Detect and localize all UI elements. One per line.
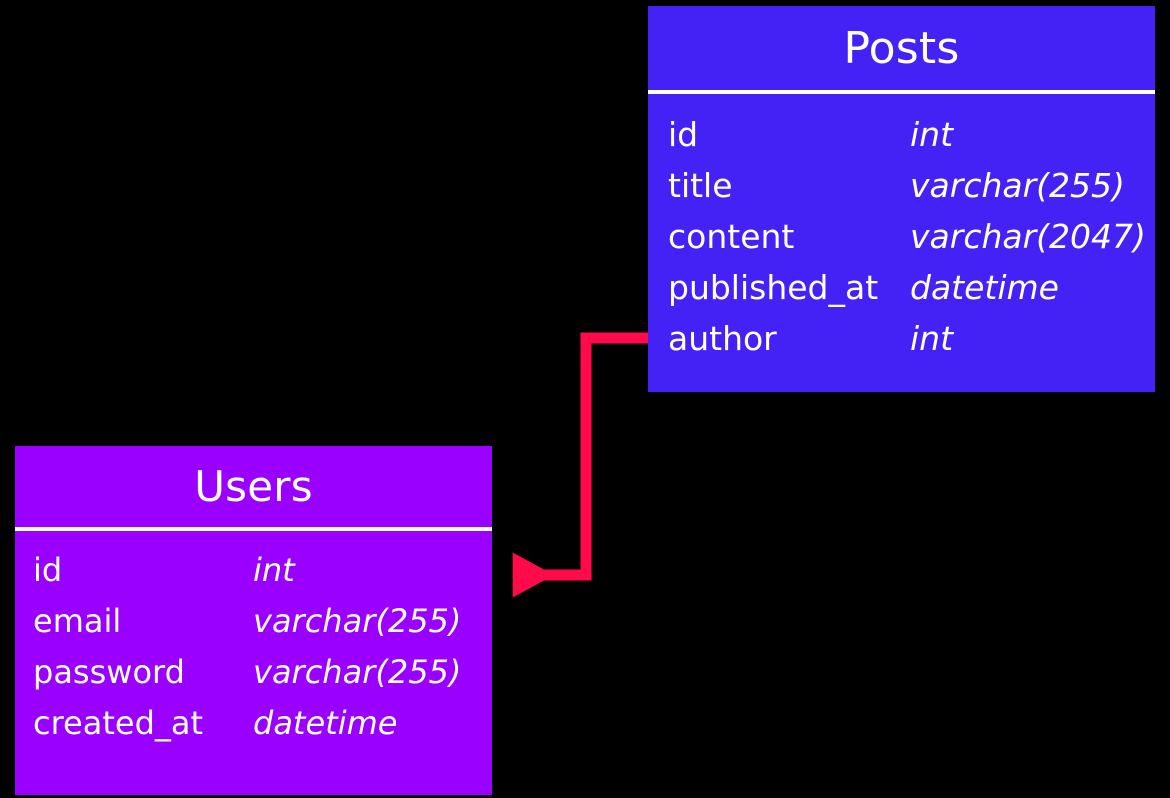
entity-title-users: Users [194, 462, 313, 511]
entity-table-users[interactable]: Users id int email varchar(255) password… [15, 446, 492, 795]
field-name-posts-title: title [668, 166, 733, 205]
field-name-users-email: email [33, 602, 122, 640]
relationship-connector-posts-author-users-id[interactable] [512, 332, 648, 598]
field-type-posts-published-at: datetime [910, 268, 1059, 307]
entity-divider-posts [648, 90, 1155, 94]
field-name-users-password: password [33, 653, 185, 691]
field-type-posts-title: varchar(255) [910, 166, 1125, 205]
field-name-users-created-at: created_at [33, 704, 204, 742]
entity-table-posts[interactable]: Posts id int title varchar(255) content … [648, 6, 1155, 392]
field-type-posts-content: varchar(2047) [910, 217, 1146, 256]
field-name-users-id: id [33, 551, 63, 589]
field-name-posts-author: author [668, 319, 777, 358]
field-type-posts-id: int [910, 115, 954, 154]
field-type-posts-author: int [910, 319, 954, 358]
field-name-posts-content: content [668, 217, 795, 256]
field-type-users-email: varchar(255) [253, 602, 462, 640]
field-name-posts-id: id [668, 115, 699, 154]
field-type-users-id: int [253, 551, 295, 589]
field-type-users-password: varchar(255) [253, 653, 462, 691]
entity-title-posts: Posts [843, 23, 960, 74]
entity-body-posts: id int title varchar(255) content varcha… [648, 92, 1155, 392]
entity-divider-users [15, 527, 492, 531]
field-type-users-created-at: datetime [253, 704, 398, 742]
entity-body-users: id int email varchar(255) password varch… [15, 528, 492, 795]
entity-header-users: Users [15, 446, 492, 531]
entity-header-posts: Posts [648, 6, 1155, 94]
field-name-posts-published-at: published_at [668, 268, 879, 307]
